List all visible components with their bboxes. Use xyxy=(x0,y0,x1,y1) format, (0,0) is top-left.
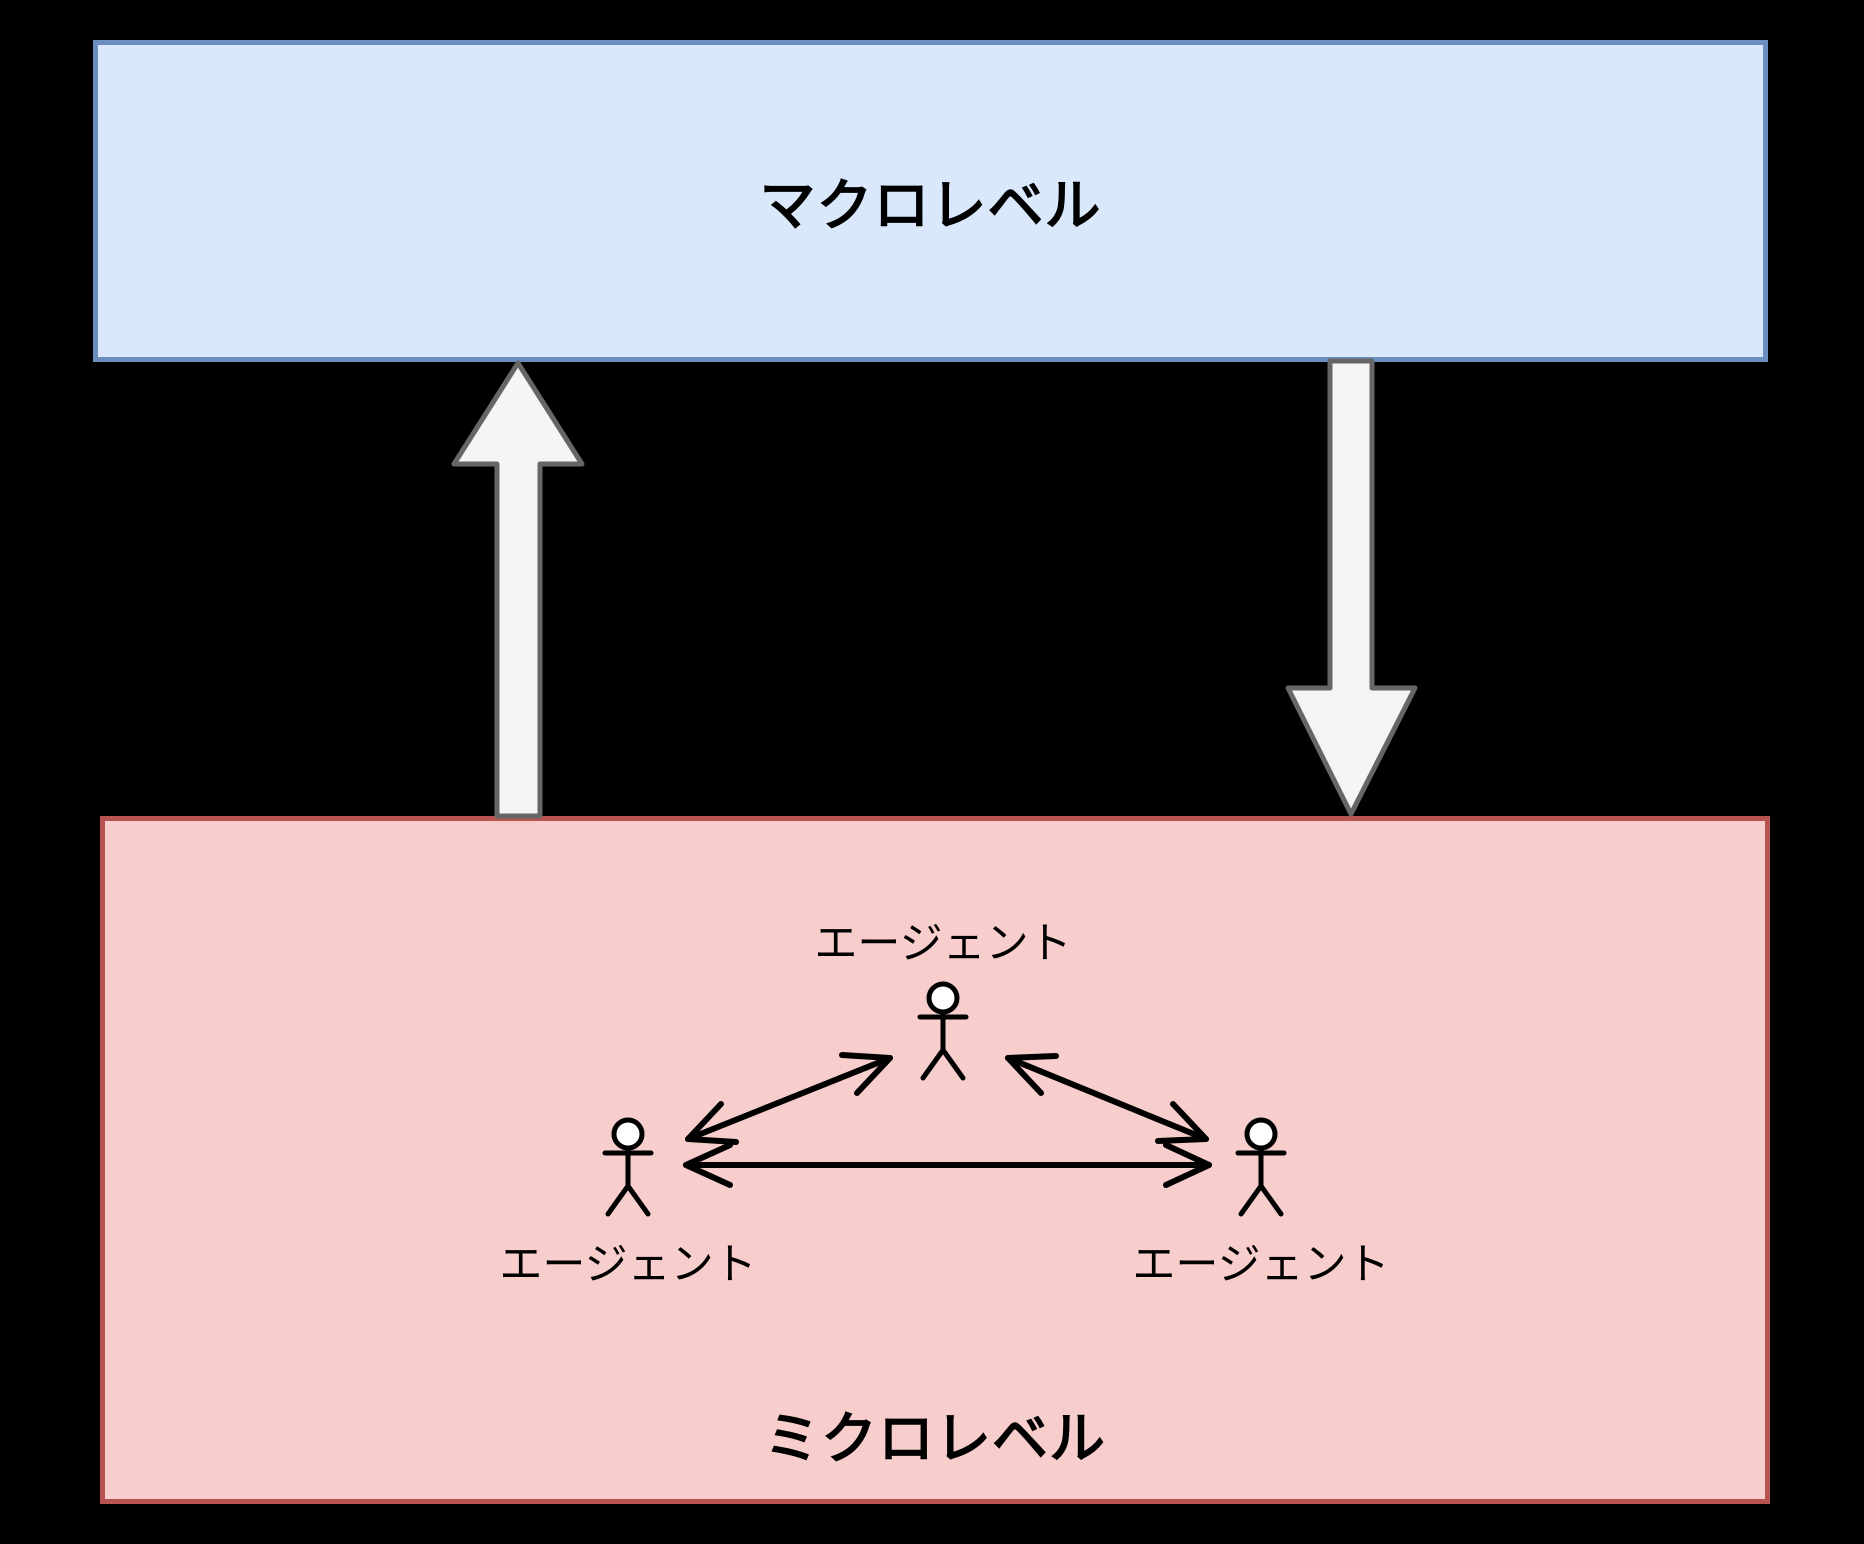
arrow-left-top xyxy=(685,1052,893,1145)
agent-label-left: エージェント xyxy=(499,1240,757,1290)
agent-figure-right xyxy=(1235,1117,1287,1217)
agent-figure-top xyxy=(917,981,969,1081)
agent-label-right: エージェント xyxy=(1132,1240,1390,1290)
macro-level-box: マクロレベル xyxy=(93,40,1768,362)
agent-figure-left xyxy=(602,1117,654,1217)
micro-level-box: ミクロレベル xyxy=(100,816,1770,1504)
macro-level-title: マクロレベル xyxy=(759,173,1102,239)
arrow-top-right xyxy=(1005,1053,1209,1144)
agent-label-top: エージェント xyxy=(814,919,1072,969)
arrow-left-right xyxy=(683,1142,1212,1188)
up-block-arrow xyxy=(451,360,585,819)
micro-level-title: ミクロレベル xyxy=(764,1407,1106,1472)
agent-interaction-arrows xyxy=(683,1052,1212,1188)
down-block-arrow xyxy=(1285,358,1418,817)
